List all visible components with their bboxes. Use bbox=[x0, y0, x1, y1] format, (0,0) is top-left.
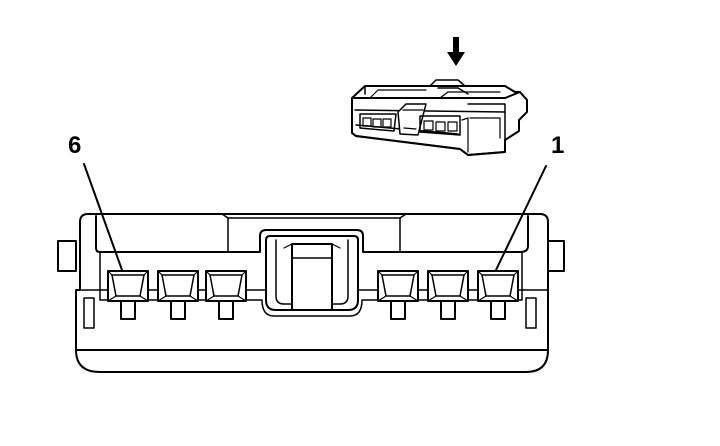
connector-iso-view bbox=[351, 37, 528, 156]
pin-cavity-pin-3 bbox=[377, 270, 419, 320]
pin-cavity-pin-6 bbox=[107, 270, 149, 320]
connector-front-view bbox=[57, 163, 565, 373]
pin-label-1: 1 bbox=[551, 132, 565, 159]
down-arrow-icon bbox=[447, 37, 465, 66]
pin-cavity-pin-4 bbox=[205, 270, 247, 320]
pin-cavity-pin-5 bbox=[157, 270, 199, 320]
leader-line-pin-6 bbox=[83, 163, 123, 271]
pin-cavity-pin-1 bbox=[477, 270, 519, 320]
pin-cavity-pin-2 bbox=[427, 270, 469, 320]
leader-line-pin-1 bbox=[495, 165, 547, 271]
pin-label-6: 6 bbox=[68, 132, 82, 159]
pin-cavities bbox=[107, 270, 519, 320]
